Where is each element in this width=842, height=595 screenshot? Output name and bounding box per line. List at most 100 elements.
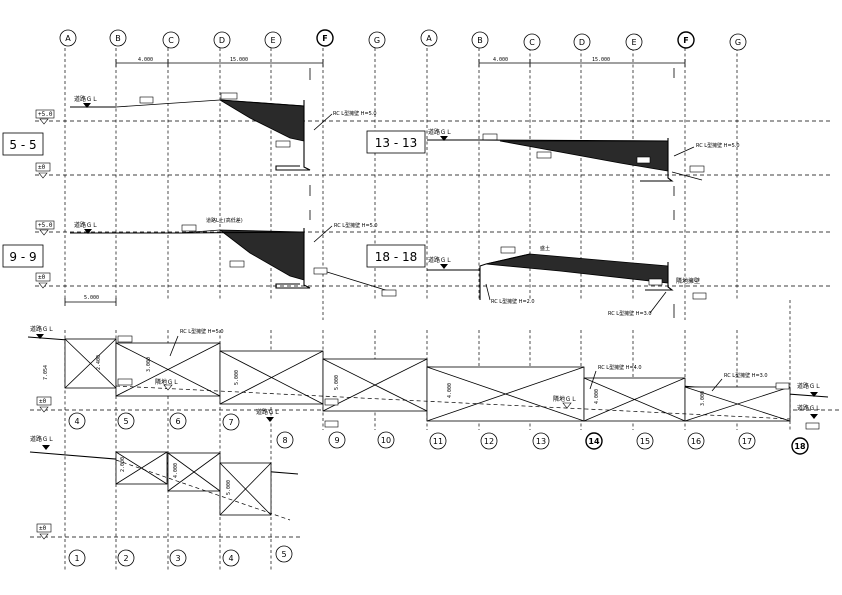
grid-bubble: [625, 33, 643, 51]
section-label-box: [366, 130, 426, 154]
height-label: 2.000: [120, 457, 126, 472]
section-13-13: 道路ＧＬ RC L型擁壁 H=5.0: [427, 68, 740, 196]
height-label: 7.054: [43, 365, 49, 380]
station-number: 1: [74, 554, 79, 563]
wall-note: RC L型擁壁 H=4.0: [598, 364, 642, 371]
section-label: 9 - 9: [9, 250, 36, 264]
height-label: 5.000: [334, 375, 340, 390]
section-18-18: 道路ＧＬ 盛土 RC L型擁壁 H=2.0 隣地擁壁 RC L型擁壁 H=3.0: [427, 210, 707, 318]
dim-4000: 4.000: [493, 57, 508, 63]
lower-profile: 道路ＧＬ 2.000 4.000 5.000 ±0 1 2 3 4 5: [29, 435, 300, 567]
grid-letter: G: [735, 38, 741, 47]
wall-note: RC L型擁壁 H=3.0: [724, 372, 768, 379]
road-gl-label: 道路ＧＬ: [74, 221, 98, 229]
grid-letter-bubbles: A B C D E F G A B C D E F G: [59, 29, 747, 51]
wall-note: RC L型擁壁 H=5.0: [180, 328, 224, 335]
wall-note: RC L型擁壁 H=2.0: [491, 298, 535, 305]
grid-bubble: [471, 31, 489, 49]
section-label: 13 - 13: [375, 136, 418, 150]
station-number: 8: [282, 436, 287, 445]
station-number: 5: [281, 550, 286, 559]
longitudinal-profile: ±0 道路ＧＬ 道路ＧＬ 道路ＧＬ 隣地ＧＬ 隣地ＧＬ 道路ＧＬ: [27, 300, 840, 570]
adjacent-gl-label: 隣地ＧＬ: [155, 378, 179, 386]
fill-note: 盛土: [540, 245, 550, 252]
level-markers: +5.0 ±0 +5.0 ±0: [35, 109, 55, 289]
station-number: 3: [175, 554, 180, 563]
wall-note: RC L型擁壁 H=3.0: [608, 310, 652, 317]
adjacent-wall-note: 隣地擁壁: [676, 277, 700, 285]
grid-bubble: [573, 33, 591, 51]
height-label: 2.400: [96, 355, 102, 370]
station-number: 2: [123, 554, 128, 563]
station-number: 9: [334, 436, 339, 445]
road-gl-label: 道路ＧＬ: [428, 256, 452, 264]
section-5-5: 道路ＧＬ RC L型擁壁 H=5.0: [70, 68, 377, 196]
station-number: 4: [228, 554, 233, 563]
station-number: 11: [433, 437, 443, 446]
station-number: 10: [381, 436, 391, 445]
embank-note: 道路L上(高低差): [206, 217, 243, 224]
section-label: 18 - 18: [375, 250, 418, 264]
height-label: 3.000: [146, 357, 152, 372]
grid-bubble: [264, 31, 282, 49]
station-number: 12: [484, 437, 494, 446]
grid-bubble: [368, 31, 386, 49]
road-gl-label: 道路ＧＬ: [797, 382, 821, 390]
road-gl-label: 道路ＧＬ: [30, 435, 54, 443]
station-number: 18: [794, 442, 806, 451]
station-number: 16: [691, 437, 701, 446]
grid-letter: F: [683, 36, 688, 45]
height-label: 5.000: [226, 480, 232, 495]
wall-note: RC L型擁壁 H=5.0: [696, 142, 740, 149]
grid-bubble: [677, 31, 695, 49]
section-label-box: [2, 132, 44, 156]
level-label: ±0: [38, 274, 46, 281]
grid-bubble: [162, 31, 180, 49]
road-gl-label: 道路ＧＬ: [256, 408, 280, 416]
grid-bubble: [109, 29, 127, 47]
grid-bubble: [59, 29, 77, 47]
adjacent-gl-label: 隣地ＧＬ: [553, 395, 577, 403]
grid-letter: E: [270, 36, 275, 45]
section-9-9: 道路ＧＬ 道路L上(高低差) RC L型擁壁 H=5.0 5.000: [64, 210, 397, 306]
level-label: ±0: [39, 398, 47, 405]
height-label: 4.000: [447, 383, 453, 398]
grid-letter: C: [529, 38, 535, 47]
wall-note: RC L型擁壁 H=5.0: [333, 110, 377, 117]
station-number: 17: [742, 437, 752, 446]
height-label: 3.000: [700, 391, 706, 406]
wall-note: RC L型擁壁 H=5.0: [334, 222, 378, 229]
dim-15000: 15.000: [230, 57, 248, 63]
grid-bubble: [729, 33, 747, 51]
station-number: 15: [640, 437, 650, 446]
grid-bubble: [316, 29, 334, 47]
grid-letter: D: [579, 38, 585, 47]
section-label-box: [2, 244, 44, 268]
grid-bubble: [420, 29, 438, 47]
grid-letter: G: [374, 36, 380, 45]
road-gl-label: 道路ＧＬ: [797, 404, 821, 412]
height-label: 4.000: [594, 389, 600, 404]
grid-letter: D: [219, 36, 225, 45]
height-label: 4.000: [173, 463, 179, 478]
grid-bubble: [523, 33, 541, 51]
grid-letter: F: [322, 34, 327, 43]
level-label: ±0: [39, 525, 47, 532]
grid-letter: A: [426, 34, 432, 43]
station-number: 4: [74, 417, 79, 426]
level-label: ±0: [38, 164, 46, 171]
dim-4000: 4.000: [138, 57, 153, 63]
section-label: 5 - 5: [9, 138, 36, 152]
station-number: 7: [228, 418, 233, 427]
grid-letter: C: [168, 36, 174, 45]
grid-bubble: [213, 31, 231, 49]
grid-letter: A: [65, 34, 71, 43]
grid-letter: B: [477, 36, 483, 45]
station-number: 14: [588, 437, 600, 446]
station-number: 13: [536, 437, 546, 446]
grid-letter: B: [115, 34, 121, 43]
level-label: +5.0: [38, 111, 53, 118]
station-number: 6: [175, 417, 180, 426]
road-gl-label: 道路ＧＬ: [74, 95, 98, 103]
